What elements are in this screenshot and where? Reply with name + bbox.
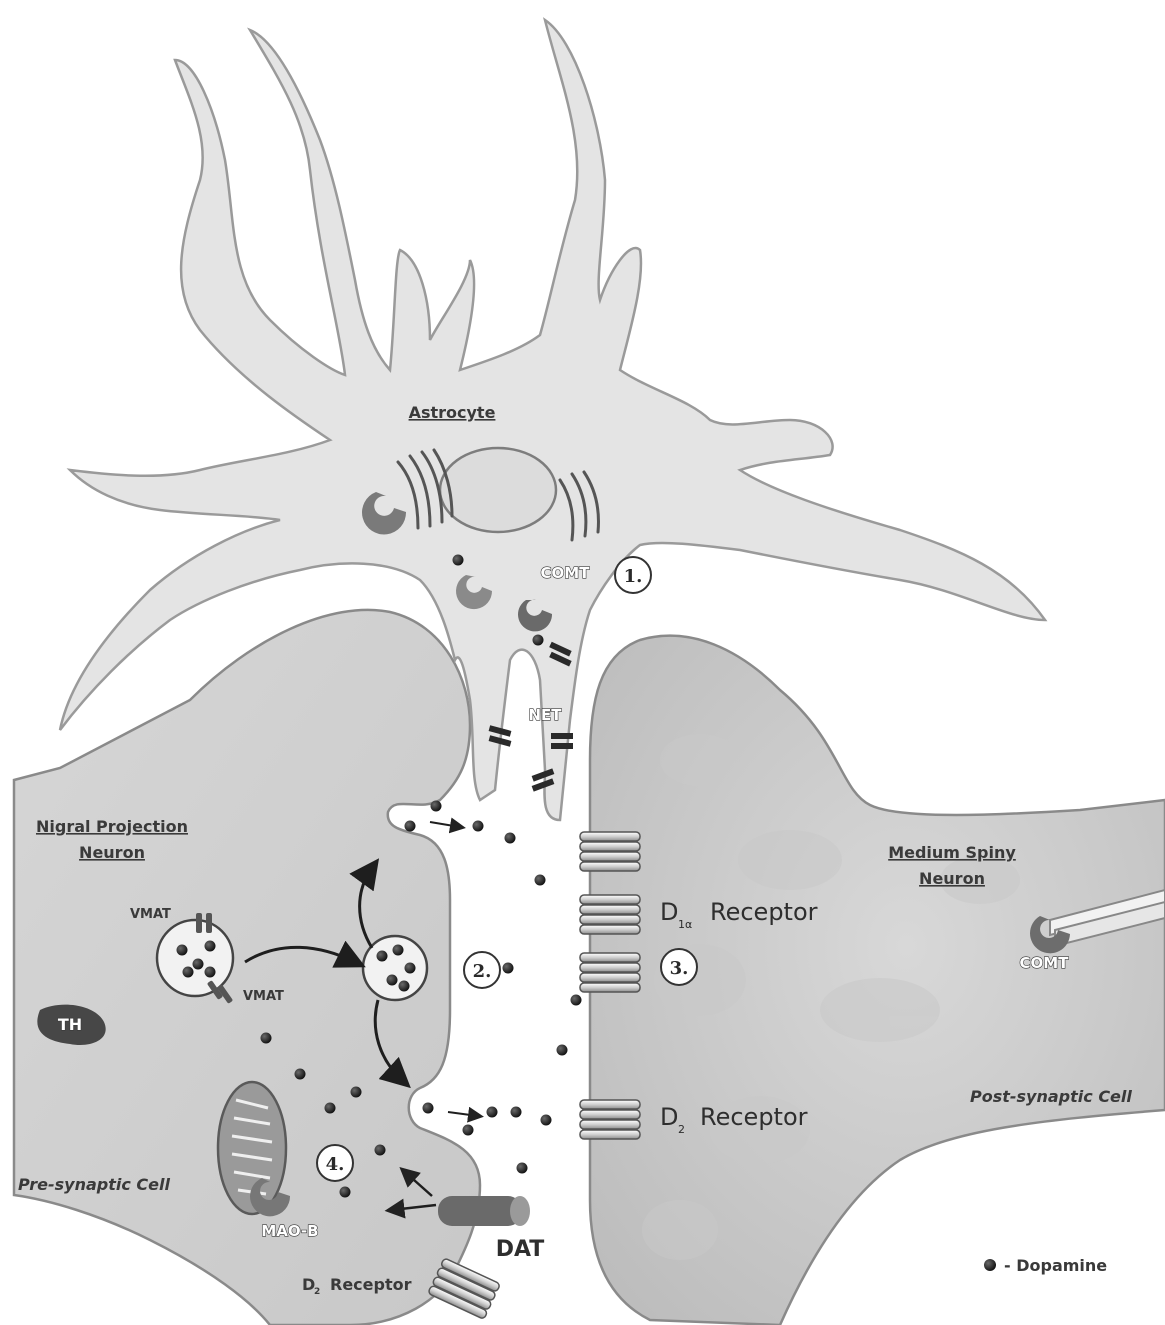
dopamine-molecule (261, 1033, 272, 1044)
dopamine-molecule (423, 1103, 434, 1114)
dopamine-molecule (393, 945, 404, 956)
d1-receptor-text: Receptor (710, 898, 818, 926)
legend-dopamine-label: - Dopamine (1004, 1256, 1107, 1275)
dopamine-molecule (535, 875, 546, 886)
d2-prefix: D (660, 1103, 678, 1131)
step-1-label: 1. (624, 566, 643, 587)
dopamine-molecule (463, 1125, 474, 1136)
d1-receptor (580, 895, 640, 934)
nigral-neuron-label-line1: Nigral Projection (36, 817, 188, 836)
step-2-label: 2. (473, 961, 492, 982)
dopamine-molecule (557, 1045, 568, 1056)
comt-astro-label: COMT (541, 564, 591, 582)
dopamine-molecule (473, 821, 484, 832)
dat-label: DAT (496, 1237, 545, 1262)
dopamine-molecule (325, 1103, 336, 1114)
step-3-label: 3. (670, 958, 689, 979)
pre-synaptic-label: Pre-synaptic Cell (18, 1175, 170, 1194)
d2pre-subscript: 2 (314, 1287, 320, 1297)
dopamine-molecule (511, 1107, 522, 1118)
dopamine-molecule (533, 635, 544, 646)
d1-receptor (580, 832, 640, 871)
dopamine-molecule (571, 995, 582, 1006)
step-3-marker: 3. (661, 949, 697, 985)
dopamine-molecule (377, 951, 388, 962)
dopamine-molecule (177, 945, 188, 956)
dopamine-molecule (340, 1187, 351, 1198)
dopamine-molecule (205, 967, 216, 978)
dopamine-molecule (503, 963, 514, 974)
dopamine-molecule (505, 833, 516, 844)
comt-post-label: COMT (1020, 954, 1070, 972)
dopamine-molecule (541, 1115, 552, 1126)
vmat-label-bottom: VMAT (243, 989, 284, 1004)
d1-receptor (580, 953, 640, 992)
dopamine-molecule (487, 1107, 498, 1118)
dopamine-molecule (295, 1069, 306, 1080)
d2-receptor-post (580, 1100, 640, 1139)
dopamine-molecule (431, 801, 442, 812)
step-1-marker: 1. (615, 557, 651, 593)
dopamine-molecule (453, 555, 464, 566)
arrow-release-2 (448, 1112, 478, 1116)
dopamine-molecule (405, 963, 416, 974)
d2pre-receptor-text: Receptor (330, 1275, 412, 1294)
d1-prefix: D (660, 898, 678, 926)
d1-receptor-cluster (580, 832, 640, 992)
d2-receptor-text: Receptor (700, 1103, 808, 1131)
d2-subscript: 2 (678, 1123, 685, 1136)
step-2-marker: 2. (464, 952, 500, 988)
dopamine-molecule (399, 981, 410, 992)
step-4-marker: 4. (317, 1145, 353, 1181)
dat-transporter (438, 1196, 530, 1226)
legend-dopamine-dot (984, 1259, 996, 1271)
dopamine-molecule (183, 967, 194, 978)
legend: - Dopamine (984, 1256, 1107, 1275)
step-4-label: 4. (326, 1154, 345, 1175)
dopamine-molecule (405, 821, 416, 832)
dopamine-molecule (205, 941, 216, 952)
msn-label-line2: Neuron (919, 869, 985, 888)
d1-subscript: 1α (678, 918, 692, 931)
nigral-neuron-label-line2: Neuron (79, 843, 145, 862)
dopamine-molecule (387, 975, 398, 986)
net-label: NET (528, 706, 562, 724)
astrocyte-nucleus (440, 448, 556, 532)
astrocyte-label: Astrocyte (409, 403, 496, 422)
maob-label: MAO-B (261, 1222, 318, 1240)
msn-label-line1: Medium Spiny (888, 843, 1016, 862)
vmat-label-top: VMAT (130, 907, 171, 922)
arrow-release-1 (430, 822, 460, 827)
dopamine-molecule (193, 959, 204, 970)
th-label: TH (58, 1015, 82, 1034)
dopamine-molecule (351, 1087, 362, 1098)
dopamine-molecule (375, 1145, 386, 1156)
post-synaptic-label: Post-synaptic Cell (970, 1087, 1132, 1106)
dopamine-molecule (517, 1163, 528, 1174)
